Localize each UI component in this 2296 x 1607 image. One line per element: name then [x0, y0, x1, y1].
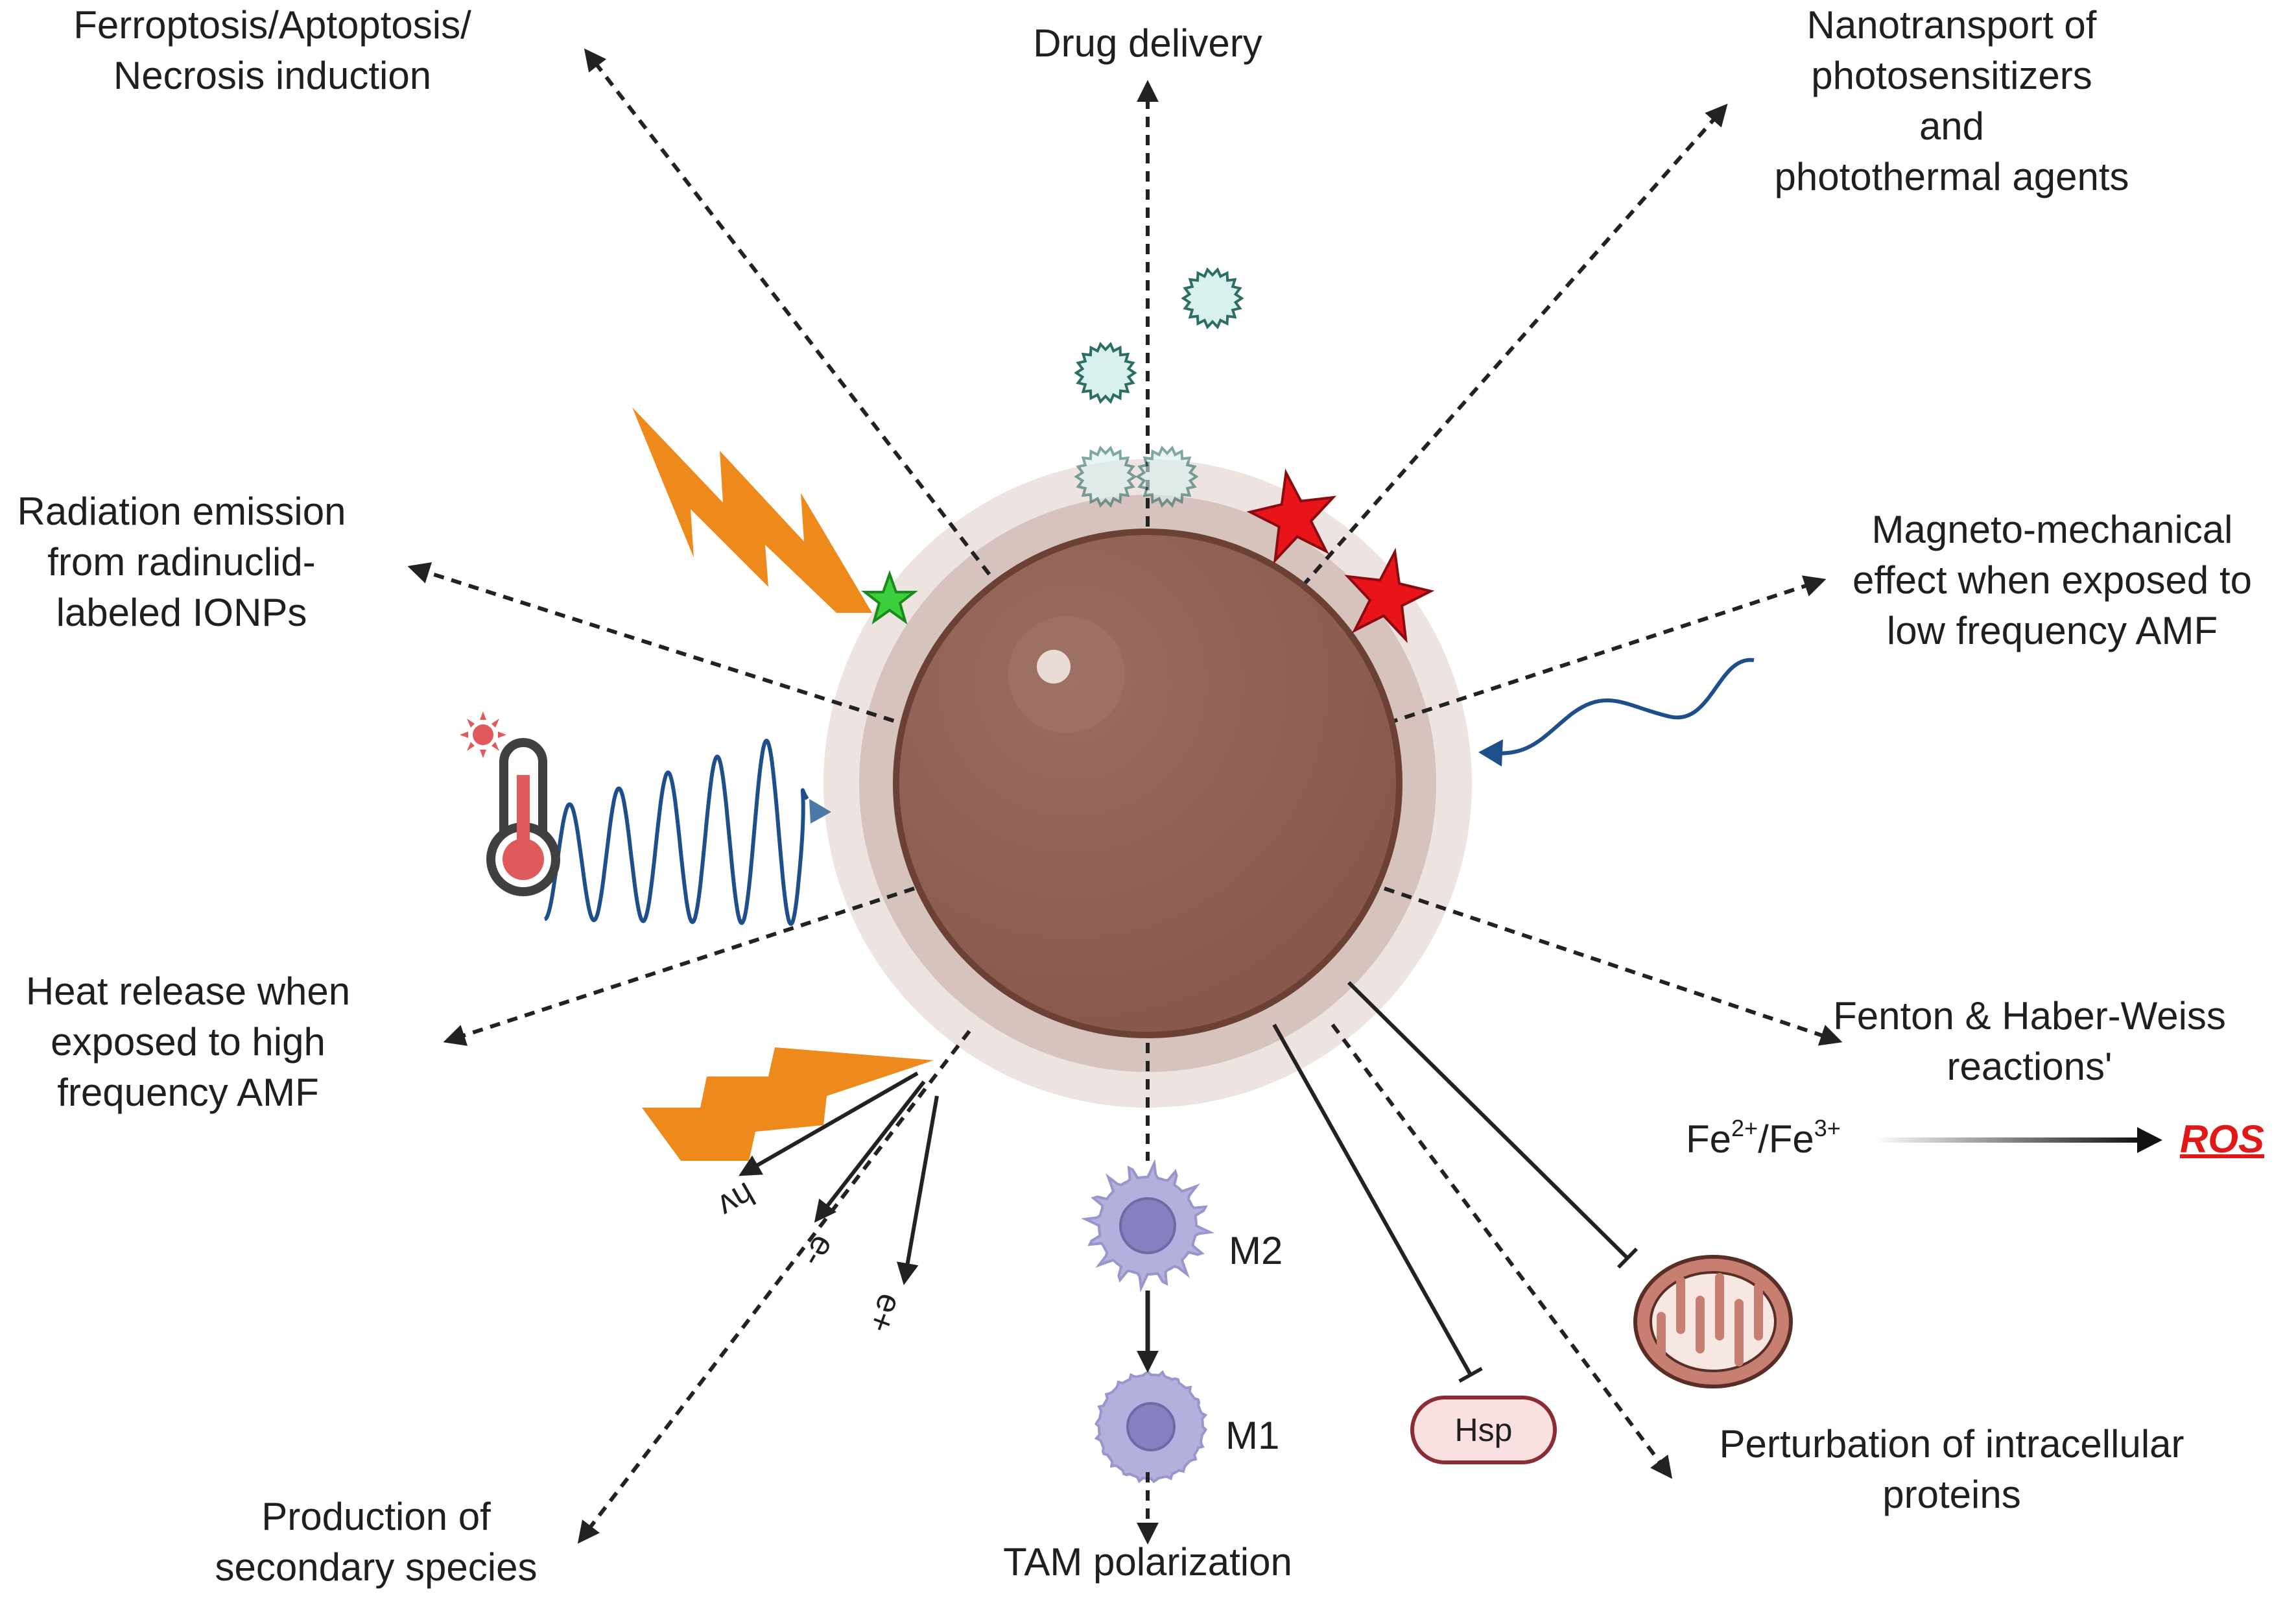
wave-icon [1484, 658, 1755, 756]
arrow-perturbation [1331, 1023, 1673, 1479]
arrow-heat [443, 887, 915, 1046]
sun-icon [460, 711, 506, 758]
label-production: Production of secondary species [215, 1495, 538, 1589]
inhibit-mito-line [1347, 981, 1639, 1269]
label-magneto: Magneto-mechanical effect when exposed t… [1852, 508, 2252, 652]
arrow-radiation [407, 562, 912, 728]
lightning-bolt-icon [642, 1047, 934, 1161]
drug-molecule-icon [1135, 446, 1199, 508]
label-drug-delivery: Drug delivery [1033, 21, 1262, 65]
wave-arrowhead [1478, 739, 1503, 767]
label-fe-formula: Fe2+/Fe3+ [1686, 1115, 1841, 1161]
fe-ros-arrowhead [2137, 1127, 2162, 1153]
red-star-icon [1344, 547, 1435, 643]
hsp-capsule-icon [1410, 1396, 1557, 1464]
red-star-icon [1246, 468, 1337, 564]
label-perturbation: Perturbation of intracellular proteins [1719, 1422, 2184, 1516]
drug-molecules [1074, 267, 1244, 508]
label-tam: TAM polarization [1003, 1540, 1292, 1584]
label-ros: ROS [2180, 1117, 2265, 1161]
macrophage-icon [1094, 1370, 1208, 1484]
arrow-magneto [1387, 575, 1827, 725]
arrow-fenton [1384, 887, 1843, 1046]
label-fenton: Fenton & Haber-Weiss reactions' [1833, 994, 2226, 1088]
arrow-nanotransport [1288, 103, 1728, 601]
lightning-bolt-icon [632, 407, 872, 613]
arrow-production [577, 1030, 971, 1544]
drug-molecule-icon [1074, 446, 1137, 508]
thermometer-icon [486, 738, 560, 896]
inhibit-hsp-line [1272, 1023, 1483, 1383]
wave-icon [544, 739, 809, 926]
spring-arrowhead [809, 799, 831, 824]
emission-arrows [739, 1071, 939, 1285]
label-m2: M2 [1229, 1229, 1283, 1272]
label-m1: M1 [1225, 1414, 1280, 1457]
label-nanotransport: Nanotransport of photosensitizers and ph… [1774, 3, 2129, 198]
drug-molecule-icon [1181, 267, 1244, 329]
fe-ros-arrow-shaft [1874, 1137, 2140, 1143]
arrow-ferroptosis [584, 48, 1013, 604]
label-ferroptosis: Ferroptosis/Aptoptosis/ Necrosis inducti… [73, 3, 471, 97]
core-specular [1037, 650, 1071, 684]
label-heat: Heat release when exposed to high freque… [25, 970, 351, 1114]
green-star-icon [861, 570, 918, 625]
macrophage-icon [1080, 1158, 1215, 1293]
label-hsp: Hsp [1454, 1412, 1513, 1448]
mitochondrion-icon [1633, 1255, 1793, 1388]
label-radiation: Radiation emission from radinuclid- labe… [17, 490, 346, 634]
drug-molecule-icon [1074, 342, 1137, 404]
iron-oxide-core [893, 529, 1402, 1038]
